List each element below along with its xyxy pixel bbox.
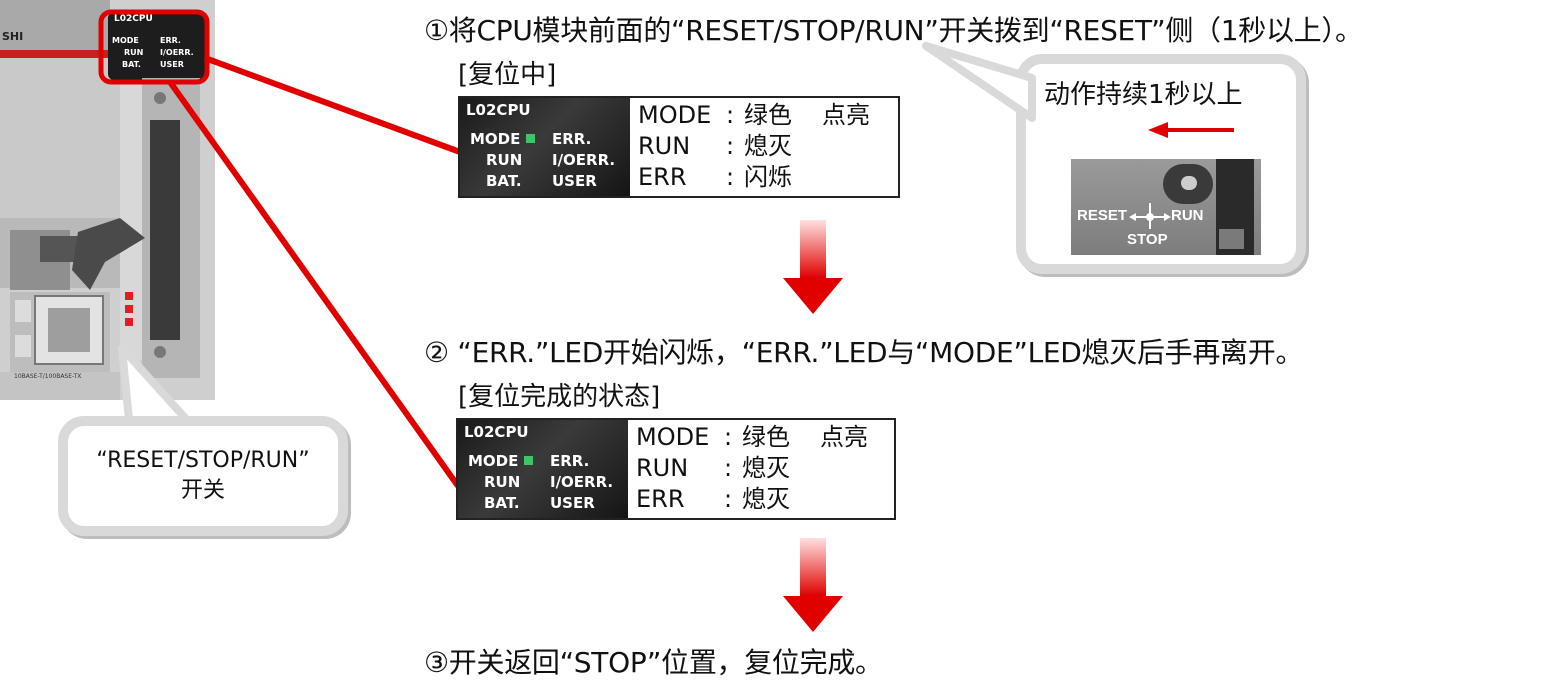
connector-line-panel2 <box>167 80 461 488</box>
switch-action-callout: 动作持续1秒以上 RESET RUN STOP <box>1016 54 1306 274</box>
switch-illustration: RESET RUN STOP <box>1071 159 1261 255</box>
status-rows: MODE: 绿色 点亮 RUN: 熄灭 ERR: 闪烁 <box>630 98 878 196</box>
device-model-label: L02CPU <box>114 14 153 24</box>
led-label-err: ERR. <box>552 130 592 148</box>
status-row-run: RUN: 熄灭 <box>638 131 870 162</box>
led-highlight-box <box>98 9 210 85</box>
status-row-run: RUN: 熄灭 <box>636 453 868 484</box>
down-arrow-icon <box>783 220 843 314</box>
row-value: 绿色 <box>742 423 790 451</box>
panel-model-label: L02CPU <box>466 101 531 119</box>
led-label-user: USER <box>552 172 597 190</box>
step1-text: ①将CPU模块前面的“RESET/STOP/RUN”开关拨到“RESET”侧（1… <box>424 14 1363 47</box>
row-colon: : <box>724 454 733 482</box>
mode-led-indicator <box>524 456 533 465</box>
status-row-mode: MODE: 绿色 点亮 <box>638 100 870 131</box>
led-label-run: RUN <box>484 473 521 491</box>
status-rows: MODE: 绿色 点亮 RUN: 熄灭 ERR: 熄灭 <box>628 420 876 518</box>
row-colon: : <box>724 485 733 513</box>
switch-direction-icon <box>1129 203 1171 229</box>
switch-label-run: RUN <box>1171 207 1204 224</box>
led-display: L02CPU MODE ERR. RUN I/OERR. BAT. USER <box>460 98 630 196</box>
row-key: ERR <box>636 485 685 513</box>
switch-label-stop: STOP <box>1127 231 1168 248</box>
panel2-title: [复位完成的状态] <box>458 382 661 412</box>
led-label-mode: MODE <box>470 130 521 148</box>
brand-fragment: SHI <box>2 30 24 43</box>
status-row-mode: MODE: 绿色 点亮 <box>636 422 868 453</box>
panel1-title: [复位中] <box>458 60 557 90</box>
row-value2: 点亮 <box>822 101 870 129</box>
switch-label-callout: “RESET/STOP/RUN” 开关 <box>58 416 348 536</box>
led-label-user: USER <box>550 494 595 512</box>
switch-knob-dot <box>1181 176 1197 190</box>
led-display: L02CPU MODE ERR. RUN I/OERR. BAT. USER <box>458 420 628 518</box>
device-led-run: RUN <box>124 48 144 57</box>
device-port-label: 10BASE-T/100BASE-TX <box>14 373 82 380</box>
row-value: 熄灭 <box>742 454 790 482</box>
device-led-ioerr: I/OERR. <box>160 48 194 57</box>
switch-side-slot <box>1219 229 1244 249</box>
led-status-panel-reset-complete: L02CPU MODE ERR. RUN I/OERR. BAT. USER M… <box>456 418 896 520</box>
row-value: 绿色 <box>744 101 792 129</box>
led-status-panel-resetting: L02CPU MODE ERR. RUN I/OERR. BAT. USER M… <box>458 96 900 198</box>
row-key: ERR <box>638 163 687 191</box>
row-key: MODE <box>636 423 710 451</box>
led-label-mode: MODE <box>468 452 519 470</box>
callout-line2: 开关 <box>180 478 225 503</box>
row-key: MODE <box>638 101 712 129</box>
row-key: RUN <box>636 454 689 482</box>
device-led-err: ERR. <box>160 36 181 45</box>
device-led-user: USER <box>160 60 184 69</box>
status-row-err: ERR: 闪烁 <box>638 162 870 193</box>
mode-led-indicator <box>526 134 535 143</box>
led-label-ioerr: I/OERR. <box>550 473 614 491</box>
switch-label-reset: RESET <box>1077 207 1128 224</box>
led-label-bat: BAT. <box>484 494 520 512</box>
cpu-module-illustration: SHI L02CPU MODE RUN BAT. ERR. I/OERR. US… <box>0 0 215 400</box>
row-colon: : <box>726 132 735 160</box>
led-label-err: ERR. <box>550 452 590 470</box>
callout-pointer <box>922 42 1036 122</box>
row-value: 熄灭 <box>744 132 792 160</box>
callout-header: 动作持续1秒以上 <box>1044 80 1243 110</box>
status-row-err: ERR: 熄灭 <box>636 484 868 515</box>
row-colon: : <box>726 101 735 129</box>
row-value: 闪烁 <box>744 163 792 191</box>
row-colon: : <box>726 163 735 191</box>
row-value: 熄灭 <box>742 485 790 513</box>
callout-line1: “RESET/STOP/RUN” <box>96 448 310 473</box>
connector-line-panel1 <box>203 55 462 155</box>
step2-text: ② “ERR.”LED开始闪烁，“ERR.”LED与“MODE”LED熄灭后手再… <box>424 336 1304 369</box>
device-led-mode: MODE <box>112 36 139 45</box>
row-key: RUN <box>638 132 691 160</box>
row-colon: : <box>724 423 733 451</box>
device-led-bat: BAT. <box>122 60 141 69</box>
row-value2: 点亮 <box>820 423 868 451</box>
down-arrow-icon <box>783 538 843 632</box>
led-label-run: RUN <box>486 151 523 169</box>
step3-text: ③开关返回“STOP”位置，复位完成。 <box>424 646 883 679</box>
left-arrow-icon <box>1148 122 1234 138</box>
cpu-module-drawing <box>0 0 215 400</box>
led-label-ioerr: I/OERR. <box>552 151 616 169</box>
panel-model-label: L02CPU <box>464 423 529 441</box>
led-label-bat: BAT. <box>486 172 522 190</box>
